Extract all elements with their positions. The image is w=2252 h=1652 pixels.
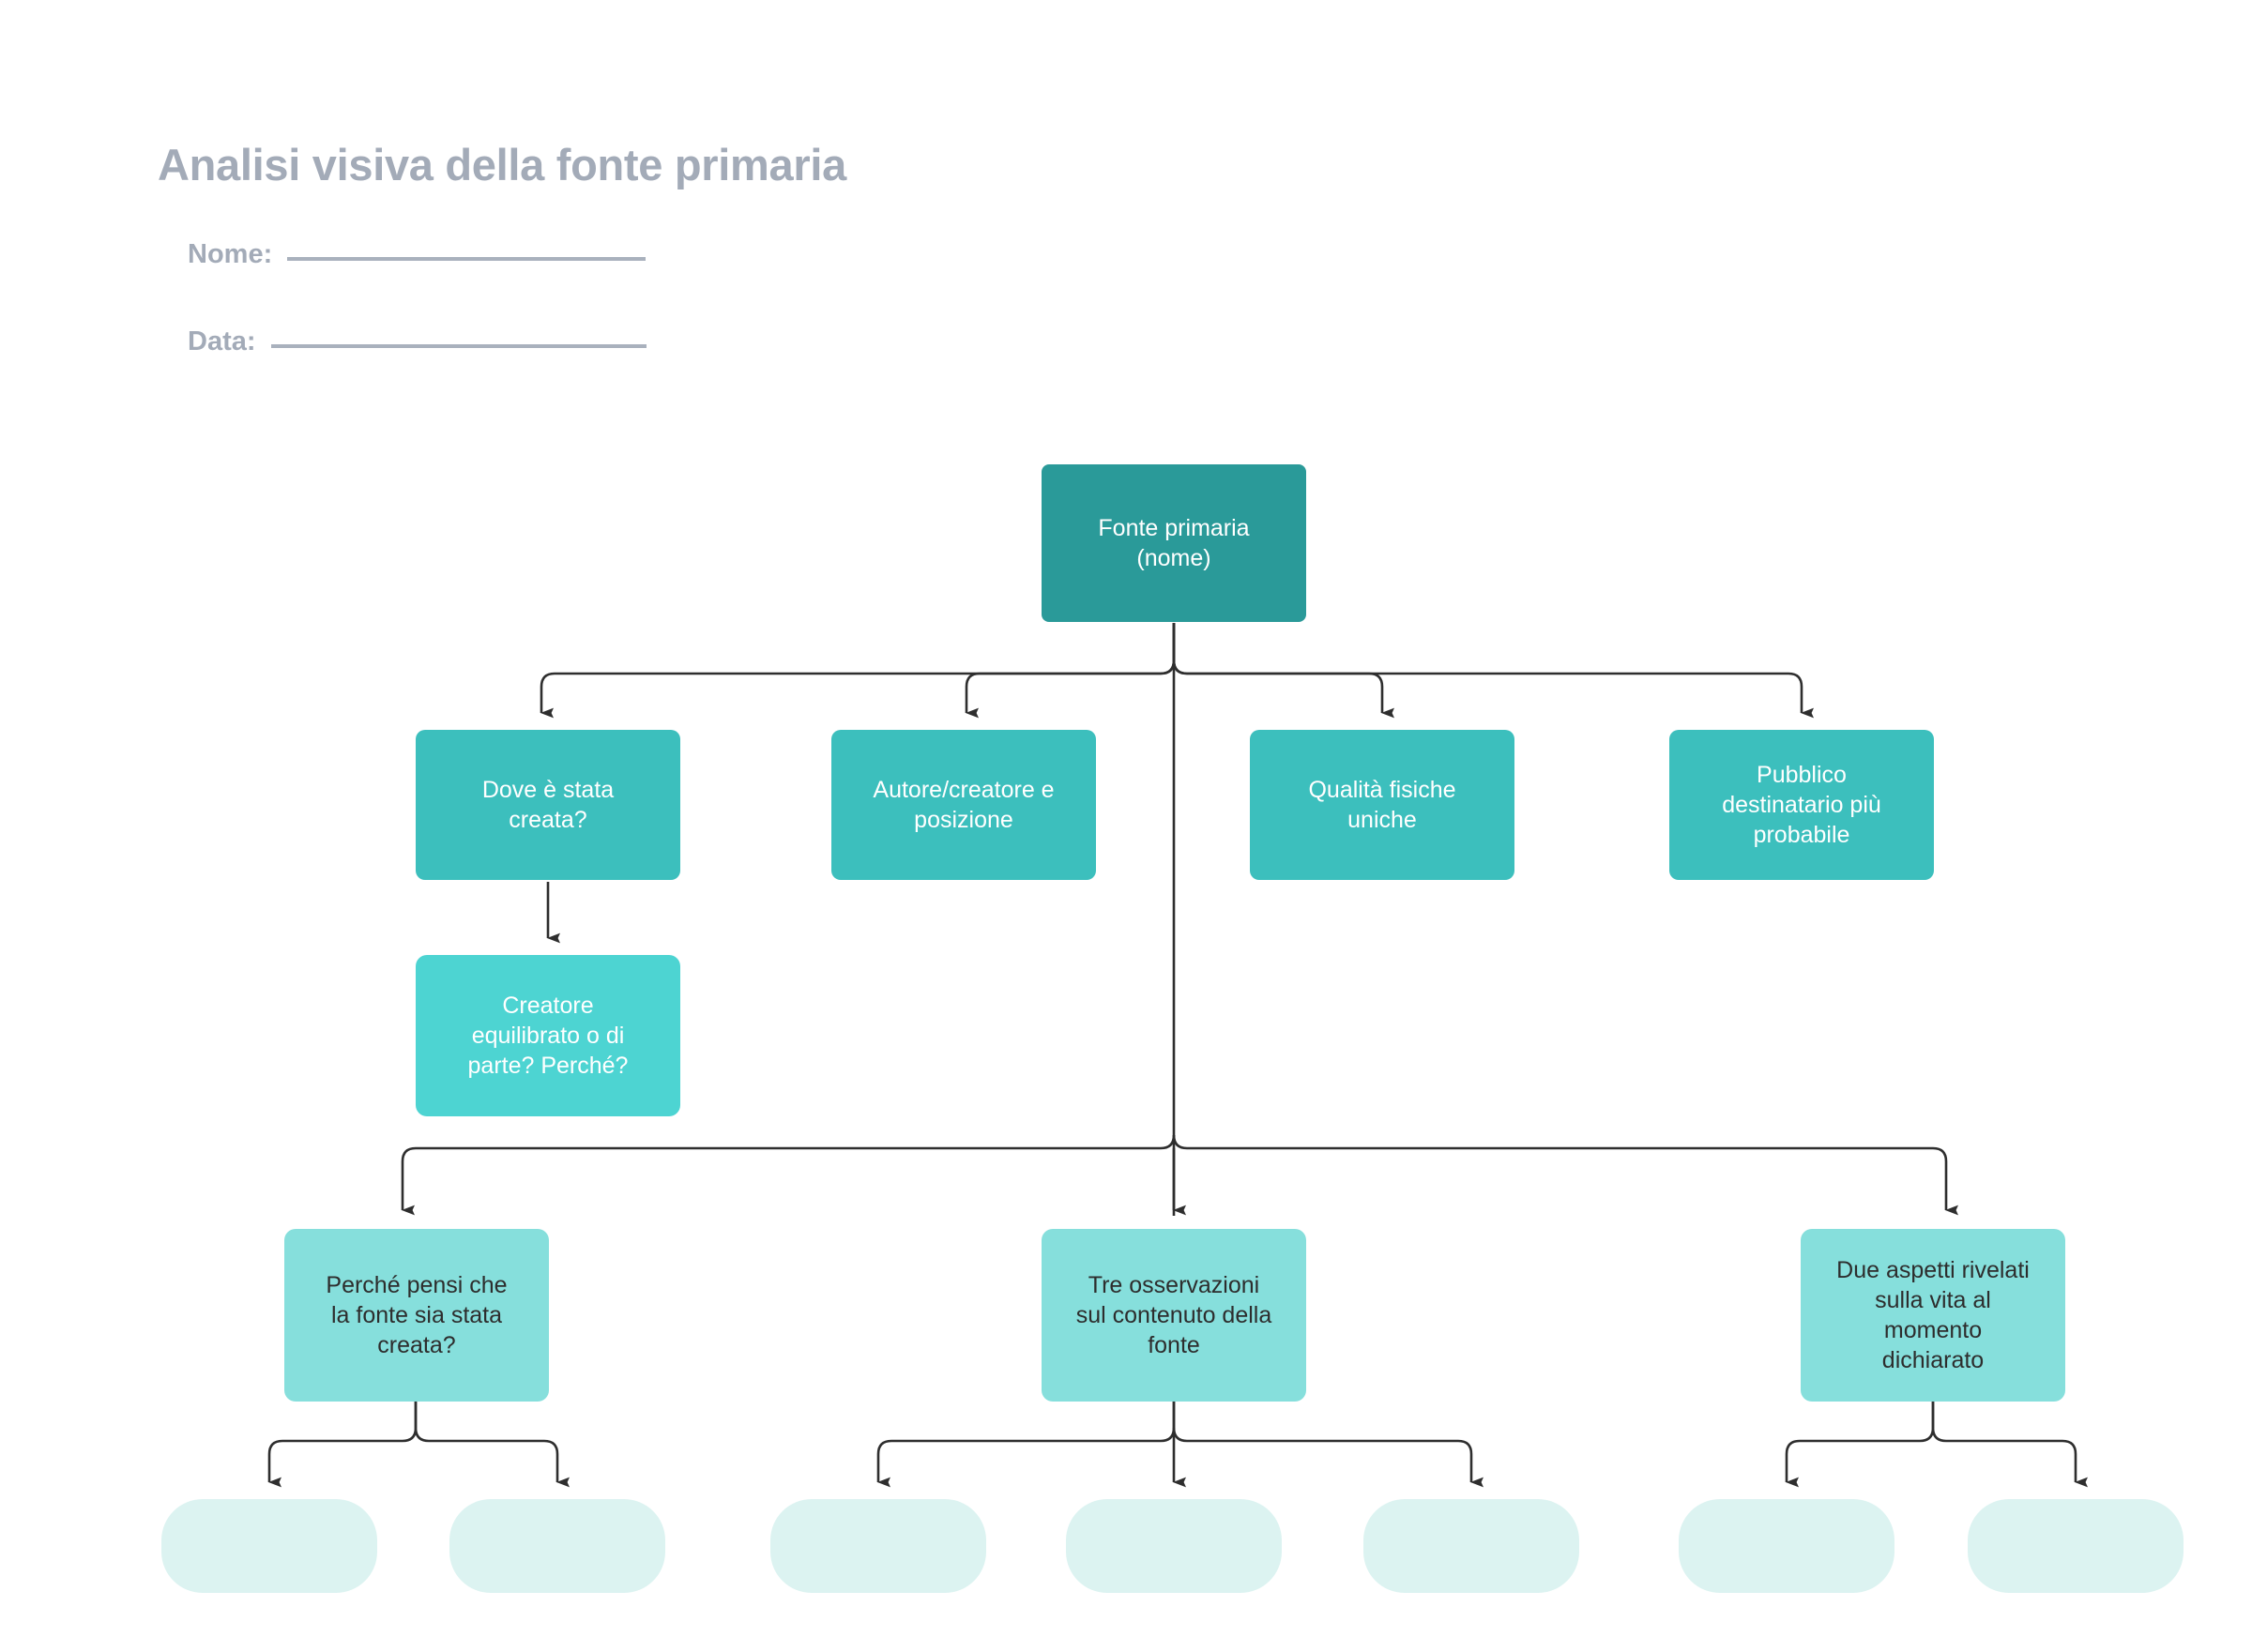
leaf-node-5[interactable] bbox=[1363, 1499, 1579, 1593]
date-field-input[interactable] bbox=[270, 344, 647, 348]
leaf-node-6[interactable] bbox=[1679, 1499, 1894, 1593]
leaf-node-3[interactable] bbox=[770, 1499, 986, 1593]
name-field-input[interactable] bbox=[287, 257, 647, 261]
leaf-node-2[interactable] bbox=[449, 1499, 665, 1593]
name-field-label: Nome: bbox=[188, 239, 273, 269]
node-root-label: Fonte primaria(nome) bbox=[1098, 515, 1250, 571]
leaf-node-7[interactable] bbox=[1968, 1499, 2184, 1593]
page-title: Analisi visiva della fonte primaria bbox=[158, 140, 846, 189]
date-field-row: Data: bbox=[188, 326, 647, 357]
leaf-node-4[interactable] bbox=[1066, 1499, 1282, 1593]
leaf-node-1[interactable] bbox=[161, 1499, 377, 1593]
date-field-label: Data: bbox=[188, 326, 256, 356]
node-root[interactable]: Fonte primaria(nome) bbox=[1042, 464, 1306, 622]
name-field-row: Nome: bbox=[188, 239, 647, 270]
